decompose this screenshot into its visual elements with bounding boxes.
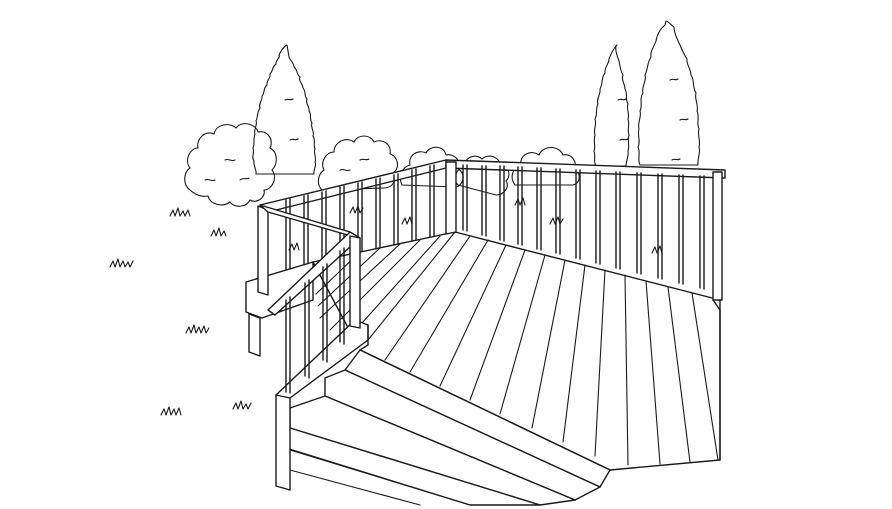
grass-tufts — [109, 197, 663, 416]
stair-step-2 — [324, 369, 601, 501]
stair-riser-lines — [289, 449, 471, 506]
handrail-balusters — [285, 247, 345, 394]
balusters-right — [462, 164, 705, 290]
conifer-tree-left — [252, 44, 317, 175]
grass-tuft — [401, 216, 413, 225]
deck-structure — [245, 261, 314, 357]
railing-back — [257, 159, 726, 301]
conifer-tree-right-2 — [637, 20, 701, 166]
grass-tuft — [169, 207, 191, 217]
grass-tuft — [185, 324, 210, 334]
rail-corner-post — [445, 161, 457, 235]
deck-boards — [315, 231, 719, 466]
stairs — [275, 319, 611, 506]
stair-stringer — [275, 394, 291, 491]
grass-tuft — [160, 406, 182, 416]
stair-stringer-side — [289, 324, 369, 399]
handrail-newel-post — [349, 235, 361, 329]
round-shrub-left — [184, 123, 277, 207]
shrub-center-2 — [399, 146, 464, 188]
grass-tuft — [651, 245, 663, 254]
grass-tuft — [109, 258, 134, 268]
handrail-sloped — [267, 231, 361, 316]
conifer-tree-right-1 — [593, 44, 630, 167]
grass-tuft — [514, 197, 526, 206]
grass-tuft — [288, 242, 300, 251]
grass-tuft — [349, 205, 364, 214]
grass-tuft — [210, 227, 227, 237]
deck-fascia-left — [245, 261, 314, 319]
stair-handrail — [259, 204, 361, 394]
grass-tuft — [232, 400, 252, 410]
support-post — [248, 313, 261, 357]
deck-fascia-right — [712, 299, 721, 461]
rail-left-post — [257, 205, 269, 296]
background-trees — [184, 20, 701, 207]
rail-end-post — [712, 171, 723, 301]
